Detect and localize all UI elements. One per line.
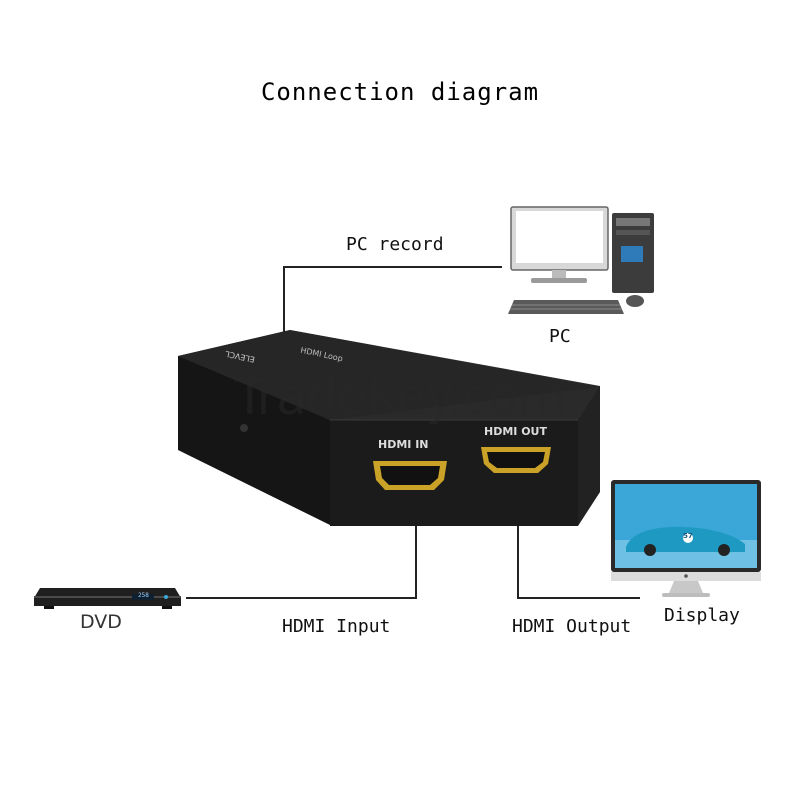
hdmi-input-label: HDMI Input [282, 616, 391, 637]
watermark-text: TradeKey.com [234, 368, 566, 426]
device-top-text: HDMI Loop [299, 345, 344, 364]
pc-label: PC [549, 326, 571, 347]
diagram-title: Connection diagram [260, 78, 540, 106]
pc-record-line [283, 266, 502, 348]
display-label: Display [664, 605, 740, 626]
car-number: 57 [683, 532, 693, 540]
hdmi-out-port-label: HDMI OUT [484, 425, 547, 438]
dvd-display-readout: 258 [138, 592, 149, 599]
hdmi-in-port-label: HDMI IN [378, 438, 429, 451]
dvd-label: DVD [80, 611, 122, 633]
dvd-player-icon [34, 588, 181, 609]
pc-icon [508, 206, 654, 314]
device-brand-text: ELEVCL [224, 348, 256, 365]
hdmi-out-port [481, 447, 551, 473]
hdmi-in-port [373, 461, 447, 490]
display-icon [611, 480, 761, 597]
hdmi-capture-device [178, 330, 600, 526]
hdmi-output-label: HDMI Output [512, 616, 632, 637]
pc-record-label: PC record [346, 234, 444, 255]
